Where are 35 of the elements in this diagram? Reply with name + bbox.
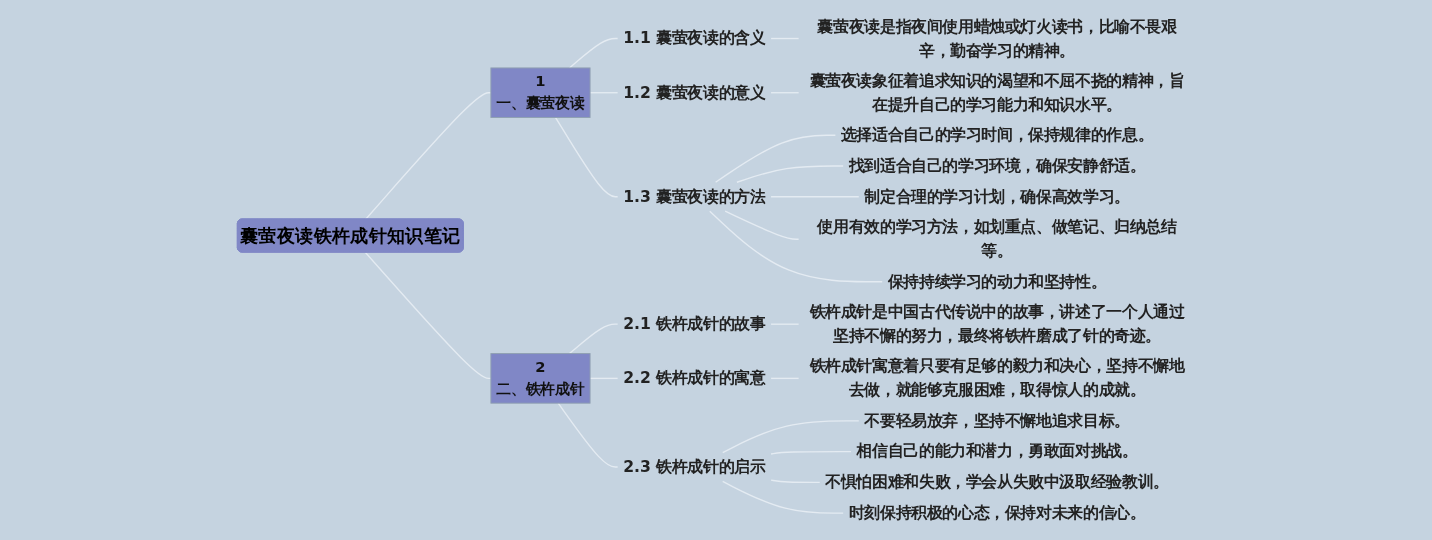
- connector: [769, 450, 852, 455]
- connector: [554, 116, 618, 198]
- node-text: 相信自己的能力和潜力，勇敢面对挑战。: [856, 441, 1138, 461]
- connector: [724, 210, 799, 240]
- connector: [364, 92, 492, 221]
- node-text: 使用有效的学习方法，如划重点、做笔记、归纳总结等。: [817, 217, 1177, 260]
- connector: [714, 134, 836, 183]
- connector: [769, 479, 821, 484]
- node-text: 1.1 囊萤夜读的含义: [622, 28, 766, 48]
- node-text: 铁杵成针寓意着只要有足够的毅力和决心，坚持不懈地去做，就能够克服困难，取得惊人的成就。: [809, 356, 1185, 399]
- connector: [708, 210, 883, 283]
- node-text: 不惧怕困难和失败，学会从失败中汲取经验教训。: [824, 472, 1169, 491]
- node-box: 1 一、囊萤夜读: [490, 67, 591, 118]
- node-text: 不要轻易放弃，坚持不懈地追求目标。: [863, 410, 1130, 430]
- node-text: 1.3 囊萤夜读的方法: [622, 186, 766, 206]
- node-text: 制定合理的学习计划，确保高效学习。: [863, 186, 1130, 206]
- node-text: 选择适合自己的学习时间，保持规律的作息。: [840, 125, 1153, 144]
- connector: [557, 402, 618, 468]
- node-text: 2.3 铁杵成针的启示: [622, 457, 766, 476]
- connector: [568, 37, 618, 69]
- node-text: 找到适合自己的学习环境，确保安静舒适。: [848, 156, 1145, 175]
- node-text: 时刻保持积极的心态，保持对未来的信心。: [848, 503, 1145, 522]
- node-text: 铁杵成针是中国古代传说中的故事，讲述了一个人通过坚持不懈的努力，最终将铁杵磨成了针的奇迹。: [809, 302, 1185, 345]
- node-text: 2.2 铁杵成针的寓意: [622, 368, 766, 387]
- connector: [721, 480, 844, 514]
- node-text: 囊萤夜读是指夜间使用蜡烛或灯火读书，比喻不畏艰辛，勤奋学习的精神。: [817, 16, 1177, 59]
- connector: [568, 323, 618, 355]
- node-text: 1.2 囊萤夜读的意义: [622, 82, 766, 102]
- node-text: 2.1 铁杵成针的故事: [622, 314, 766, 333]
- node-text: 保持持续学习的动力和坚持性。: [887, 271, 1106, 291]
- node-text: 囊萤夜读象征着追求知识的渴望和不屈不挠的精神，旨在提升自己的学习能力和知识水平。: [809, 71, 1185, 113]
- node-box: 2 二、铁杵成针: [490, 353, 591, 404]
- connector: [735, 165, 844, 183]
- connector: [364, 251, 492, 380]
- connector: [721, 420, 860, 454]
